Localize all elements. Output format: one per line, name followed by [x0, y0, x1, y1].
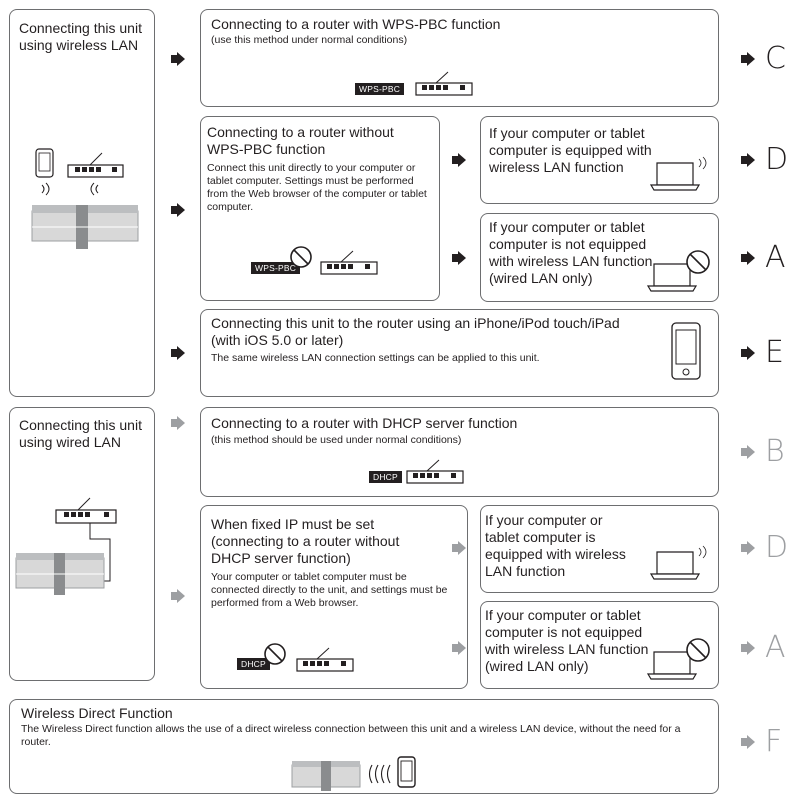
opt1-text: If your computer or tablet computer is e…	[489, 125, 652, 175]
wps-note: (use this method under normal conditions…	[211, 34, 408, 46]
direct-title: Wireless Direct Function	[21, 705, 173, 721]
arrow-to-f	[741, 735, 755, 749]
laptop-wifi-icon	[649, 156, 707, 191]
arrow-to-opt2	[452, 251, 466, 265]
arrow-to-wps	[171, 52, 185, 66]
wired-illustration	[15, 497, 117, 595]
direct-desc: The Wireless Direct function allows the …	[21, 723, 681, 748]
fixed-ip-desc: Your computer or tablet computer must be…	[211, 571, 448, 609]
wps-title: Connecting to a router with WPS-PBC func…	[211, 16, 501, 32]
arrow-to-d1	[741, 153, 755, 167]
wireless-lan-panel: Connecting this unit using wireless LAN	[9, 9, 155, 397]
opt2-text: If your computer or tablet computer is n…	[489, 219, 653, 286]
wired-opt1-text: If your computer or tablet computer is e…	[485, 512, 626, 579]
arrow-to-d2	[741, 541, 755, 555]
wireless-lan-title: Connecting this unit using wireless LAN	[19, 20, 142, 53]
router-icon	[406, 459, 464, 484]
arrow-to-opt1-wired	[452, 541, 466, 555]
result-letter-b: B	[765, 434, 785, 469]
result-letter-f: F	[765, 724, 783, 759]
direct-illustration	[291, 756, 416, 791]
router-icon	[296, 647, 354, 672]
arrow-to-ios	[171, 346, 185, 360]
laptop-no-wifi-icon	[646, 250, 710, 292]
fixed-ip-title: When fixed IP must be set (connecting to…	[211, 516, 400, 566]
wired-lan-title: Connecting this unit using wired LAN	[19, 417, 142, 450]
arrow-to-a1	[741, 251, 755, 265]
wps-pbc-box: Connecting to a router with WPS-PBC func…	[200, 9, 719, 107]
laptop-wifi-icon	[649, 545, 707, 580]
laptop-no-wifi-icon	[646, 638, 710, 680]
arrow-to-c	[741, 52, 755, 66]
wired-wired-only-box: If your computer or tablet computer is n…	[480, 601, 719, 689]
result-letter-a-wired: A	[765, 630, 786, 665]
result-letter-d: D	[765, 142, 789, 177]
fixed-ip-tag: DHCP	[237, 658, 270, 670]
no-wps-box: Connecting to a router without WPS-PBC f…	[200, 116, 440, 301]
wired-lan-panel: Connecting this unit using wired LAN	[9, 407, 155, 681]
iphone-icon	[671, 322, 701, 380]
dhcp-note: (this method should be used under normal…	[211, 434, 462, 446]
arrow-to-a2	[741, 641, 755, 655]
ios-desc: The same wireless LAN connection setting…	[211, 352, 540, 364]
wireless-illustration	[31, 148, 139, 249]
wps-pbc-tag: WPS-PBC	[355, 83, 405, 95]
arrow-to-e	[741, 346, 755, 360]
arrow-to-opt2-wired	[452, 641, 466, 655]
ios-title: Connecting this unit to the router using…	[211, 315, 620, 348]
result-letter-e: E	[765, 335, 784, 370]
wireless-equipped-box: If your computer or tablet computer is e…	[480, 116, 719, 204]
dhcp-box: Connecting to a router with DHCP server …	[200, 407, 719, 497]
no-wps-desc: Connect this unit directly to your compu…	[207, 162, 427, 213]
result-letter-c: C	[765, 41, 786, 76]
no-symbol-icon	[290, 246, 312, 268]
arrow-to-no-wps	[171, 203, 185, 217]
no-wps-title: Connecting to a router without WPS-PBC f…	[207, 124, 394, 157]
wired-opt2-text: If your computer or tablet computer is n…	[485, 607, 649, 674]
arrow-to-b	[741, 445, 755, 459]
fixed-ip-box: When fixed IP must be set (connecting to…	[200, 505, 468, 689]
wired-wireless-equipped-box: If your computer or tablet computer is e…	[480, 505, 719, 593]
arrow-to-opt1	[452, 153, 466, 167]
dhcp-title: Connecting to a router with DHCP server …	[211, 415, 518, 431]
router-icon	[415, 71, 473, 96]
wired-only-box: If your computer or tablet computer is n…	[480, 213, 719, 302]
wireless-direct-box: Wireless Direct Function The Wireless Di…	[9, 699, 719, 794]
ios-box: Connecting this unit to the router using…	[200, 309, 719, 397]
result-letter-d-wired: D	[765, 530, 789, 565]
router-icon	[320, 250, 378, 275]
arrow-to-fixed-ip	[171, 589, 185, 603]
dhcp-tag: DHCP	[369, 471, 402, 483]
result-letter-a: A	[765, 240, 786, 275]
no-symbol-icon	[264, 643, 286, 665]
no-wps-tag: WPS-PBC	[251, 262, 301, 274]
arrow-to-dhcp	[171, 416, 185, 430]
